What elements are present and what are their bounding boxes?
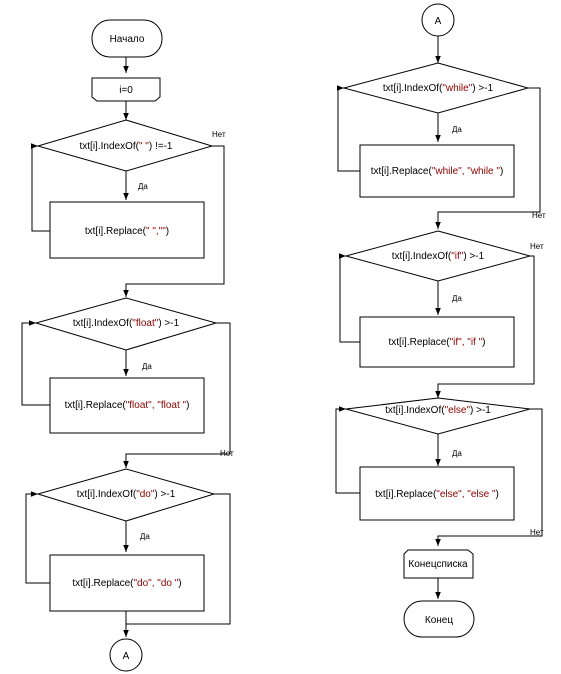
decision-while-arg: "while" xyxy=(442,83,472,94)
process-float-post: ) xyxy=(186,400,189,411)
svg-text:txt[i].Replace(" ",""): txt[i].Replace(" ","") xyxy=(85,226,169,237)
process-else-arg: "else", "else " xyxy=(436,489,496,500)
svg-text:txt[i].Replace("float", "float: txt[i].Replace("float", "float ") xyxy=(65,400,190,411)
decision-space: txt[i].IndexOf(" ") !=-1 xyxy=(36,119,214,172)
process-replace-else: txt[i].Replace("else", "else ") xyxy=(359,466,515,521)
decision-else-arg: "else" xyxy=(445,405,471,416)
yes-label: Да xyxy=(138,182,148,191)
decision-space-pre: txt[i].IndexOf( xyxy=(80,141,140,152)
decision-while-post: ) >-1 xyxy=(472,83,493,94)
svg-text:txt[i].Replace("do", "do "): txt[i].Replace("do", "do ") xyxy=(72,578,181,589)
start-terminator: Начало xyxy=(91,19,163,58)
decision-float: txt[i].IndexOf("float") >-1 xyxy=(34,297,218,351)
left-connectors xyxy=(21,57,231,637)
decision-if: txt[i].IndexOf("if") >-1 xyxy=(344,230,532,282)
svg-text:txt[i].Replace("else", "else ": txt[i].Replace("else", "else ") xyxy=(375,489,499,500)
decision-else: txt[i].IndexOf("else") >-1 xyxy=(345,397,531,435)
process-replace-space: txt[i].Replace(" ","") xyxy=(49,201,205,259)
svg-text:txt[i].Replace("if", "if "): txt[i].Replace("if", "if ") xyxy=(388,337,485,348)
process-float-pre: txt[i].Replace( xyxy=(65,400,127,411)
no-label: Нет xyxy=(532,211,546,220)
decision-space-post: ) !=-1 xyxy=(149,141,173,152)
process-replace-if: txt[i].Replace("if", "if ") xyxy=(359,316,515,368)
connector-a-in: A xyxy=(421,3,455,37)
init-label: i=0 xyxy=(119,85,133,96)
decision-if-post: ) >-1 xyxy=(463,251,484,262)
end-terminator: Конец xyxy=(403,600,475,638)
loop-end-label: Конецсписка xyxy=(408,559,468,570)
start-label: Начало xyxy=(110,34,145,45)
process-space-arg: " ","" xyxy=(146,226,166,237)
process-else-pre: txt[i].Replace( xyxy=(375,489,437,500)
decision-do: txt[i].IndexOf("do") >-1 xyxy=(36,468,216,522)
decision-space-arg: " " xyxy=(139,141,149,152)
decision-else-pre: txt[i].IndexOf( xyxy=(385,405,445,416)
svg-text:txt[i].IndexOf("float") >-1: txt[i].IndexOf("float") >-1 xyxy=(73,318,180,329)
process-replace-do: txt[i].Replace("do", "do ") xyxy=(49,554,205,612)
no-label: Нет xyxy=(530,242,544,251)
decision-else-post: ) >-1 xyxy=(470,405,491,416)
svg-text:txt[i].IndexOf("else") >-1: txt[i].IndexOf("else") >-1 xyxy=(385,405,491,416)
svg-text:txt[i].Replace("while", "while: txt[i].Replace("while", "while ") xyxy=(371,166,504,177)
loop-end-block: Конецсписка xyxy=(403,549,474,579)
end-label: Конец xyxy=(425,615,453,626)
decision-do-post: ) >-1 xyxy=(154,489,175,500)
svg-text:txt[i].IndexOf("do") >-1: txt[i].IndexOf("do") >-1 xyxy=(77,489,176,500)
decision-float-pre: txt[i].IndexOf( xyxy=(73,318,133,329)
svg-text:txt[i].IndexOf("while") >-1: txt[i].IndexOf("while") >-1 xyxy=(383,83,494,94)
no-label: Нет xyxy=(530,528,544,537)
process-if-arg: "if", "if " xyxy=(450,337,483,348)
init-block: i=0 xyxy=(91,77,161,102)
connector-a-out: A xyxy=(109,638,143,672)
yes-label: Да xyxy=(452,125,462,134)
connector-a-label: A xyxy=(123,651,130,662)
process-else-post: ) xyxy=(496,489,499,500)
decision-float-arg: "float" xyxy=(132,318,158,329)
decision-do-arg: "do" xyxy=(136,489,155,500)
no-label: Нет xyxy=(220,449,234,458)
no-label: Нет xyxy=(212,130,226,139)
process-if-post: ) xyxy=(482,337,485,348)
decision-if-arg: "if" xyxy=(451,251,464,262)
process-do-arg: "do", "do " xyxy=(134,578,179,589)
right-connectors xyxy=(335,36,543,599)
connector-a-label: A xyxy=(435,16,442,27)
yes-label: Да xyxy=(142,362,152,371)
process-float-arg: "float", "float " xyxy=(126,400,187,411)
process-space-post: ) xyxy=(166,226,169,237)
process-replace-float: txt[i].Replace("float", "float ") xyxy=(49,377,205,434)
process-while-arg: "while", "while " xyxy=(432,166,501,177)
decision-do-pre: txt[i].IndexOf( xyxy=(77,489,137,500)
process-while-pre: txt[i].Replace( xyxy=(371,166,433,177)
decision-if-pre: txt[i].IndexOf( xyxy=(392,251,452,262)
decision-while-pre: txt[i].IndexOf( xyxy=(383,83,443,94)
process-if-pre: txt[i].Replace( xyxy=(388,337,450,348)
process-space-pre: txt[i].Replace( xyxy=(85,226,147,237)
decision-float-post: ) >-1 xyxy=(158,318,179,329)
process-while-post: ) xyxy=(500,166,503,177)
yes-label: Да xyxy=(452,449,462,458)
process-replace-while: txt[i].Replace("while", "while ") xyxy=(359,144,515,198)
decision-while: txt[i].IndexOf("while") >-1 xyxy=(342,62,530,114)
process-do-post: ) xyxy=(178,578,181,589)
yes-label: Да xyxy=(140,532,150,541)
svg-text:txt[i].IndexOf(" ") !=-1: txt[i].IndexOf(" ") !=-1 xyxy=(80,141,173,152)
svg-text:txt[i].IndexOf("if") >-1: txt[i].IndexOf("if") >-1 xyxy=(392,251,485,262)
yes-label: Да xyxy=(452,294,462,303)
process-do-pre: txt[i].Replace( xyxy=(72,578,134,589)
